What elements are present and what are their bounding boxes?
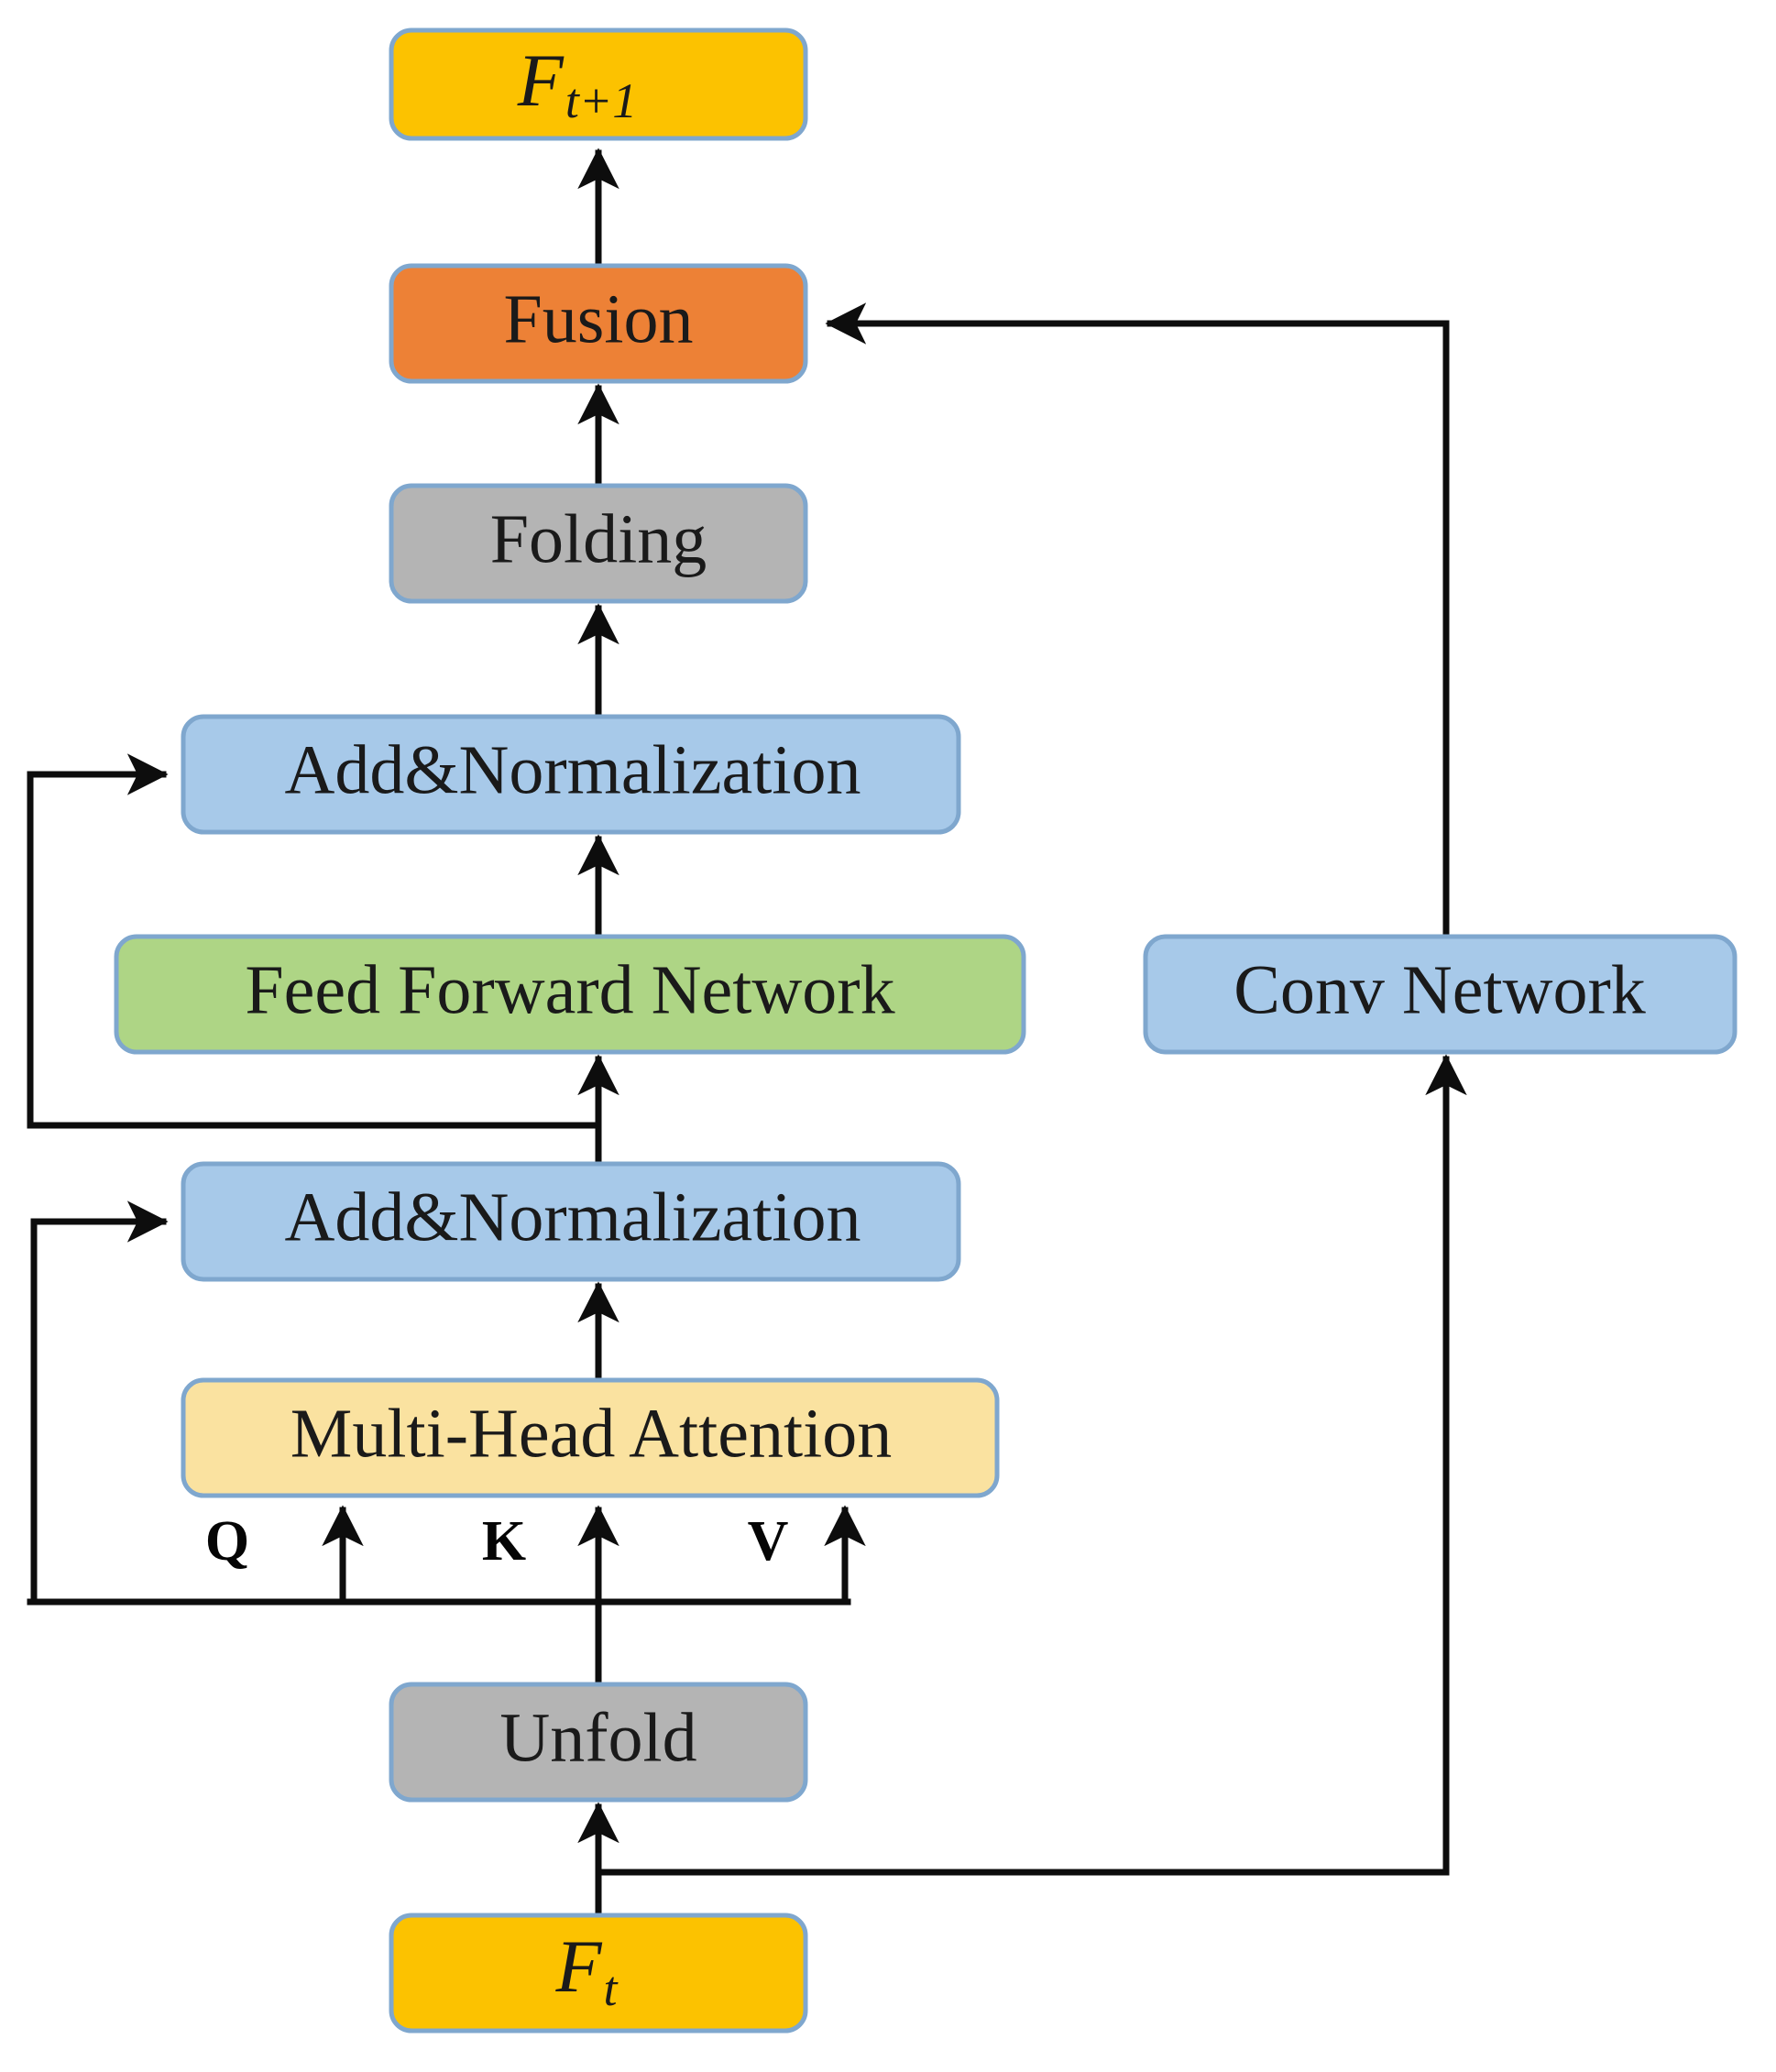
edge-input-to-conv — [595, 1054, 1467, 1876]
add-normalization-top-label: Add&Normalization — [285, 731, 861, 808]
input-feature-node[interactable]: Ft — [389, 1913, 808, 2034]
add-normalization-top-box[interactable] — [181, 714, 961, 835]
fusion-label: Fusion — [504, 280, 694, 357]
multi-head-attention-node[interactable]: Multi-Head Attention — [181, 1377, 1000, 1498]
key-label: K — [482, 1510, 526, 1573]
output-feature-label: Ft+1 — [517, 38, 638, 129]
output-feature-box[interactable] — [389, 27, 808, 141]
multi-head-attention-label: Multi-Head Attention — [291, 1395, 892, 1472]
unfold-box[interactable] — [389, 1682, 808, 1803]
feed-forward-network-box[interactable] — [114, 934, 1026, 1055]
feed-forward-network-label: Feed Forward Network — [245, 951, 894, 1028]
input-feature-box[interactable] — [389, 1913, 808, 2034]
fusion-node[interactable]: Fusion — [389, 263, 808, 384]
conv-network-label: Conv Network — [1233, 951, 1646, 1028]
add-normalization-top-node[interactable]: Add&Normalization — [181, 714, 961, 835]
query-label: Q — [205, 1510, 249, 1573]
edge-conv-to-fusion — [825, 302, 1450, 938]
input-feature-label: Ft — [554, 1924, 619, 2017]
folding-label: Folding — [490, 500, 707, 577]
edge-skip-ffn-to-addnorm-top — [27, 753, 602, 1129]
folding-node[interactable]: Folding — [389, 483, 808, 604]
multi-head-attention-box[interactable] — [181, 1377, 1000, 1498]
feed-forward-network-node[interactable]: Feed Forward Network — [114, 934, 1026, 1055]
conv-network-node[interactable]: Conv Network — [1143, 934, 1738, 1055]
unfold-node[interactable]: Unfold — [389, 1682, 808, 1803]
fusion-box[interactable] — [389, 263, 808, 384]
conv-network-box[interactable] — [1143, 934, 1738, 1055]
output-feature-node[interactable]: Ft+1 — [389, 27, 808, 141]
unfold-label: Unfold — [499, 1699, 696, 1776]
folding-box[interactable] — [389, 483, 808, 604]
edge-skip-unfold-to-addnorm-bottom — [30, 1200, 169, 1606]
value-label: V — [748, 1510, 789, 1573]
add-normalization-bottom-box[interactable] — [181, 1161, 961, 1282]
add-normalization-bottom-label: Add&Normalization — [285, 1179, 861, 1255]
add-normalization-bottom-node[interactable]: Add&Normalization — [181, 1161, 961, 1282]
